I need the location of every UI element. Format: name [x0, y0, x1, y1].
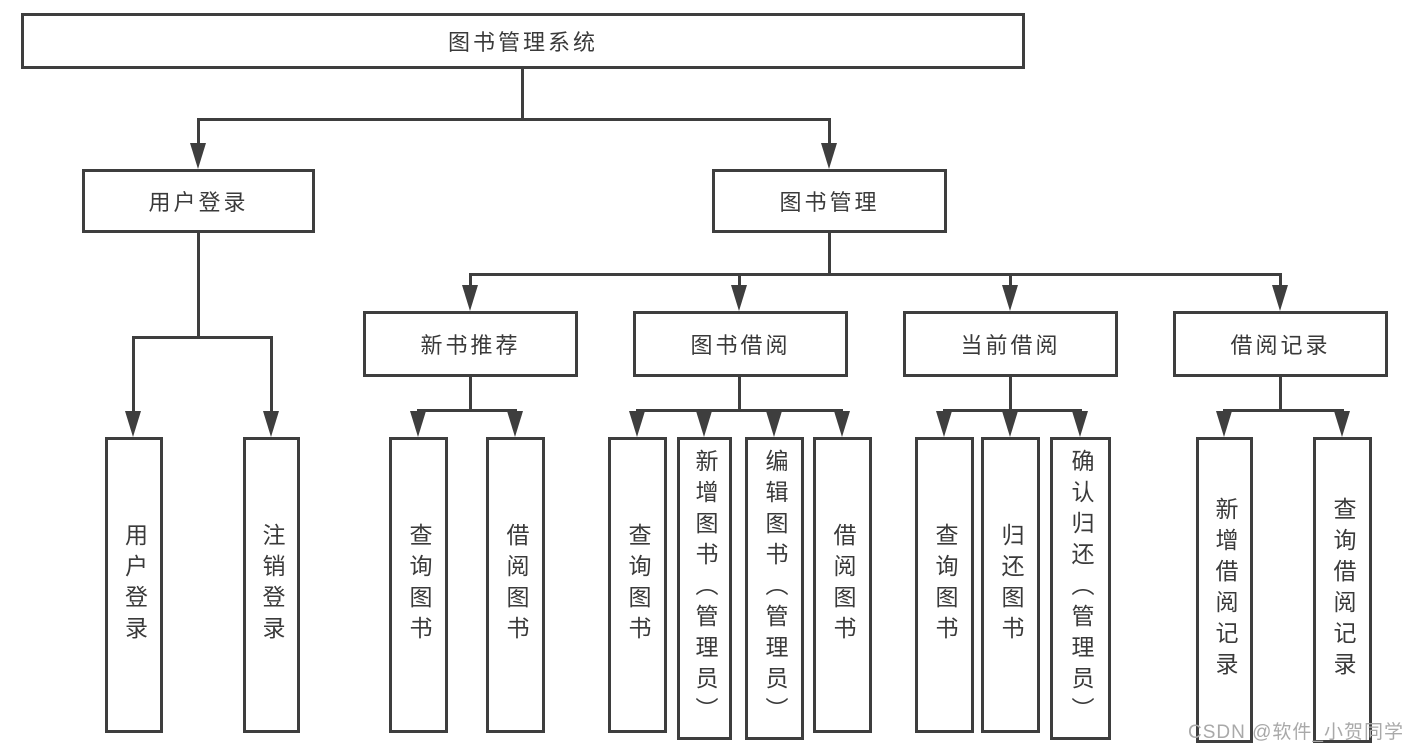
line-v	[197, 233, 200, 336]
arrow-down-icon	[190, 143, 206, 169]
arrow-down-icon	[1002, 411, 1018, 437]
node-leaf-query-books-current: 查询图书	[915, 437, 974, 733]
node-leaf-return-books: 归还图书	[981, 437, 1040, 733]
arrow-down-icon	[507, 411, 523, 437]
line-h	[132, 336, 273, 339]
line-v	[521, 69, 524, 118]
arrow-down-icon	[696, 411, 712, 437]
line-v	[1279, 377, 1282, 409]
node-book-management-branch: 图书管理	[712, 169, 947, 233]
line-h	[636, 409, 843, 412]
arrow-down-icon	[1334, 411, 1350, 437]
arrow-down-icon	[821, 143, 837, 169]
arrow-down-icon	[1272, 285, 1288, 311]
arrow-down-icon	[629, 411, 645, 437]
arrow-down-icon	[462, 285, 478, 311]
node-leaf-query-borrow-record: 查询借阅记录	[1313, 437, 1372, 743]
node-current-borrowing: 当前借阅	[903, 311, 1118, 377]
line-h	[1223, 409, 1344, 412]
arrow-down-icon	[263, 411, 279, 437]
node-leaf-confirm-return-admin: 确认归还（管理员）	[1050, 437, 1111, 740]
line-v	[1009, 377, 1012, 409]
line-v	[828, 118, 831, 146]
arrow-down-icon	[1072, 411, 1088, 437]
node-leaf-user-login: 用户登录	[105, 437, 163, 733]
node-library-system: 图书管理系统	[21, 13, 1025, 69]
line-v	[738, 377, 741, 409]
line-v	[132, 336, 135, 413]
line-v	[197, 118, 200, 146]
arrow-down-icon	[1216, 411, 1232, 437]
line-v	[1279, 273, 1282, 287]
csdn-watermark: CSDN @软件_小贺同学	[1188, 722, 1404, 743]
node-leaf-query-books-recommend: 查询图书	[389, 437, 448, 733]
line-v	[469, 377, 472, 409]
arrow-down-icon	[125, 411, 141, 437]
arrow-down-icon	[834, 411, 850, 437]
arrow-down-icon	[766, 411, 782, 437]
node-leaf-edit-books-admin: 编辑图书（管理员）	[745, 437, 804, 740]
node-leaf-borrow-books-borrowing: 借阅图书	[813, 437, 872, 733]
arrow-down-icon	[936, 411, 952, 437]
node-new-book-recommend: 新书推荐	[363, 311, 578, 377]
line-h	[469, 273, 1282, 276]
arrow-down-icon	[731, 285, 747, 311]
line-v	[469, 273, 472, 287]
line-v	[270, 336, 273, 413]
line-v	[1009, 273, 1012, 287]
arrow-down-icon	[410, 411, 426, 437]
line-h	[197, 118, 831, 121]
node-borrowing-records: 借阅记录	[1173, 311, 1388, 377]
node-leaf-borrow-books-recommend: 借阅图书	[486, 437, 545, 733]
arrow-down-icon	[1002, 285, 1018, 311]
line-h	[943, 409, 1082, 412]
node-leaf-add-books-admin: 新增图书（管理员）	[677, 437, 732, 740]
line-h	[417, 409, 517, 412]
line-v	[738, 273, 741, 287]
node-leaf-add-borrow-record: 新增借阅记录	[1196, 437, 1253, 743]
node-book-borrowing: 图书借阅	[633, 311, 848, 377]
line-v	[828, 233, 831, 273]
node-leaf-logout: 注销登录	[243, 437, 300, 733]
node-user-login-branch: 用户登录	[82, 169, 315, 233]
node-leaf-query-books-borrowing: 查询图书	[608, 437, 667, 733]
